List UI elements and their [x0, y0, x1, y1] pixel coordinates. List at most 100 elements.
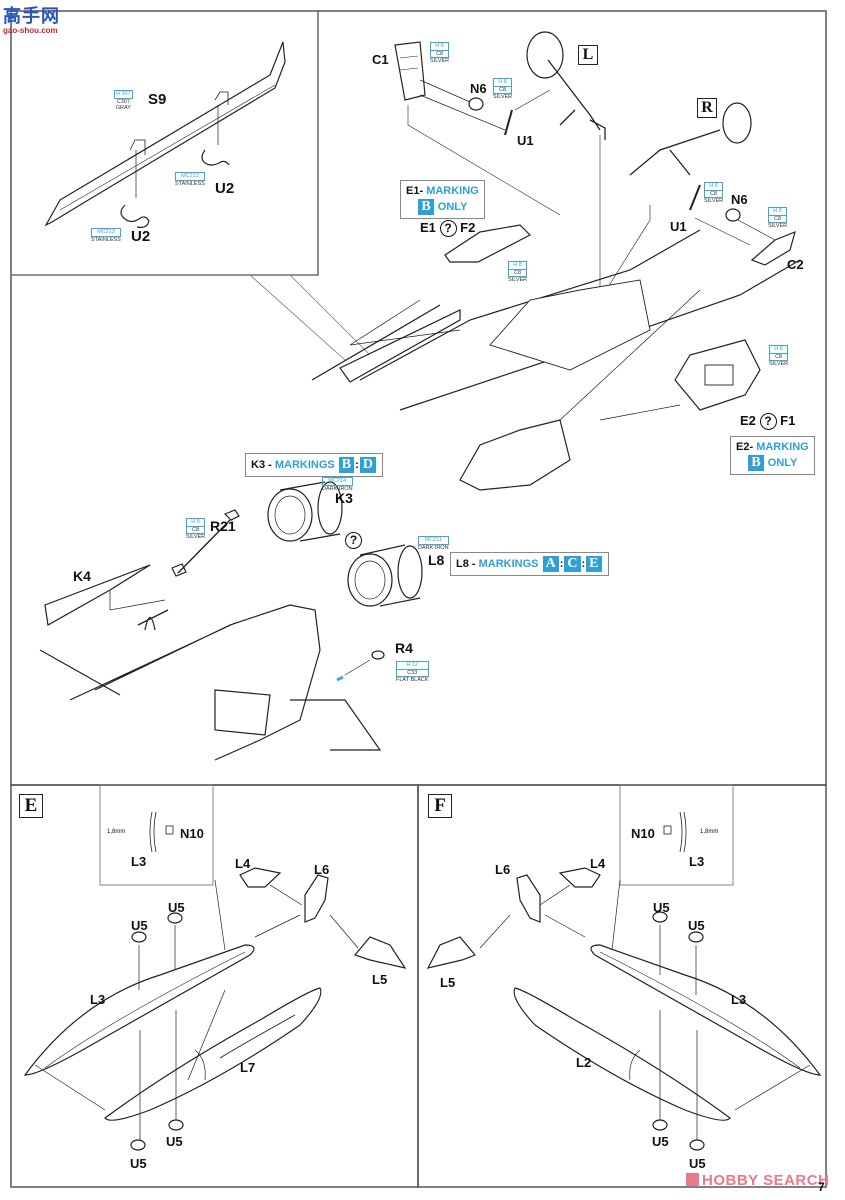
tank-l2-f-drawing [513, 987, 731, 1121]
step-f-frame [417, 784, 827, 1188]
fuselage-drawing [359, 229, 801, 411]
option-question-icon: ? [759, 413, 777, 431]
paint-callout-c1: H 8 C8 SILVER [430, 42, 450, 64]
door-f1-drawing [674, 339, 761, 411]
marking-letter-e: E [586, 556, 602, 572]
option-e1-f2: E1 ? F2 [420, 220, 476, 238]
fin-l5-f-drawing [426, 936, 476, 969]
detail-f-l3-label: L3 [689, 854, 705, 869]
fin-k4-drawing [44, 564, 151, 626]
marking-note-e2: E2- MARKING B ONLY [730, 436, 815, 475]
gaoshou-site: gao-shou.com [3, 26, 58, 35]
fin-l5-e-drawing [353, 936, 407, 969]
fin-l4-f-drawing [558, 867, 601, 888]
part-l2-label: L2 [576, 1055, 592, 1070]
pylon-s9-drawing [44, 41, 286, 227]
part-l7-label: L7 [240, 1060, 256, 1075]
part-k4-label: K4 [73, 568, 91, 584]
part-u2-label: U2 [131, 228, 151, 245]
tank-l7-e-drawing [104, 987, 322, 1121]
door-c2-drawing [750, 230, 796, 266]
option-e2-f1: E2 ? F1 [740, 413, 796, 431]
cap-u5-e4 [168, 1119, 184, 1131]
hobbysearch-text: HOBBY SEARCH [702, 1172, 830, 1189]
marking-letter-a: A [542, 556, 559, 572]
marking-letter-d: D [359, 457, 376, 473]
light-r4-drawing [371, 650, 385, 660]
detail-f-frame [619, 784, 734, 886]
nozzle-l8-drawing [347, 553, 393, 607]
paint-callout-n6: H 8 C8 SILVER [493, 78, 513, 100]
wheel-r-drawing [722, 102, 752, 144]
part-l8-label: L8 [428, 552, 445, 568]
nozzle-k3-drawing [267, 488, 313, 542]
detail-e-n10-label: N10 [180, 826, 204, 841]
part-l4-label: L4 [235, 856, 251, 871]
cap-u5-f4 [689, 1139, 705, 1151]
paint-callout-l8: MC211 DARK IRON [418, 536, 449, 551]
wheel-l-drawing [526, 31, 564, 79]
paint-callout-u2a: MC213 STAINLESS [91, 228, 121, 243]
paint-callout-s9: H 307 C307 GRAY [114, 90, 133, 111]
step-r-marker: R [697, 98, 717, 118]
detail-e-frame [99, 784, 214, 886]
part-l4-label: L4 [590, 856, 606, 871]
part-u5-label: U5 [168, 900, 185, 915]
door-c1-drawing [394, 41, 426, 101]
gaoshou-brand: 高手网 [3, 6, 60, 26]
part-l6-label: L6 [495, 862, 511, 877]
ring-n6-drawing [468, 97, 484, 111]
paint-callout-r21: H 8 C8 SILVER [186, 518, 206, 540]
part-c2-label: C2 [787, 257, 804, 272]
page-number: 7 [818, 1180, 825, 1194]
part-n6-label: N6 [470, 81, 487, 96]
fin-l4-e-drawing [239, 867, 282, 888]
cap-u5-f3 [652, 1119, 668, 1131]
part-n6-label: N6 [731, 192, 748, 207]
ring-u5-f1 [652, 911, 668, 923]
paint-callout-f1: H 8 C8 SILVER [769, 345, 789, 367]
paint-callout-k3: MC214 DARK IRON [322, 477, 353, 492]
marking-note-k3: K3 - MARKINGS B:D [245, 453, 383, 477]
part-s9-label: S9 [148, 91, 167, 108]
paint-callout-f2: H 8 C8 SILVER [508, 261, 528, 283]
part-r4-label: R4 [395, 640, 413, 656]
paint-callout-c2: H 8 C8 SILVER [768, 207, 788, 229]
paint-callout-u1: H 8 C8 SILVER [704, 182, 724, 204]
part-k3-label: K3 [335, 490, 353, 506]
detail-f-n10-label: N10 [631, 826, 655, 841]
part-u1-label: U1 [670, 219, 687, 234]
part-u5-label: U5 [130, 1156, 147, 1171]
paint-callout-u2b: MC213 STAINLESS [175, 172, 205, 187]
step-e-frame [10, 784, 419, 1188]
step-f-marker: F [428, 794, 452, 818]
part-u1-label: U1 [517, 133, 534, 148]
hobbysearch-watermark: HOBBY SEARCH [686, 1172, 829, 1189]
ring-u5-e2 [167, 912, 183, 924]
inset-callout [249, 274, 371, 361]
hobbysearch-logo-icon [686, 1173, 699, 1186]
part-l5-label: L5 [440, 975, 456, 990]
marking-note-e1: E1- MARKING B ONLY [400, 180, 485, 219]
part-u5-label: U5 [653, 900, 670, 915]
marking-letter-b: B [418, 199, 434, 215]
step-e-marker: E [19, 794, 43, 818]
part-u5-label: U5 [166, 1134, 183, 1149]
part-u5-label: U5 [689, 1156, 706, 1171]
marking-note-l8: L8 - MARKINGS A:C:E [450, 552, 609, 576]
fin-l6-f-drawing [516, 874, 541, 923]
rear-fuselage-drawing [39, 604, 321, 761]
panel-f2-drawing [444, 224, 532, 263]
antenna-r21-drawing [177, 519, 231, 574]
part-l6-label: L6 [314, 862, 330, 877]
gaoshou-watermark: 高手网 gao-shou.com [3, 2, 60, 35]
detail-e-measure: 1,8mm [107, 829, 126, 835]
marking-letter-b: B [338, 457, 355, 473]
ring-u5-f2 [688, 931, 704, 943]
cap-u5-e3 [130, 1139, 146, 1151]
part-u5-label: U5 [131, 918, 148, 933]
clip-u2-drawing [120, 204, 150, 228]
option-k3-l8: ? [345, 532, 362, 550]
part-u2-label: U2 [215, 180, 235, 197]
